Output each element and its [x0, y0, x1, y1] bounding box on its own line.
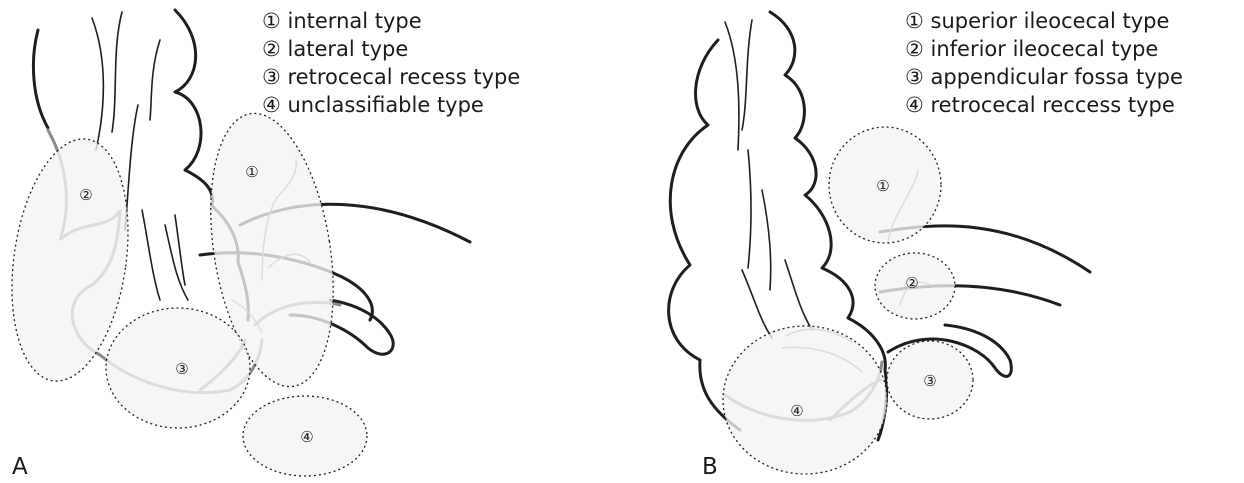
panel-a-region-1-label: ①	[245, 163, 258, 181]
panel-b-taenia-3	[748, 150, 751, 268]
panel-a-region-4-label: ④	[300, 428, 313, 446]
panel-a-legend-item-4: ④ unclassifiable type	[262, 93, 484, 117]
panel-b-legend-item-3: ③ appendicular fossa type	[905, 65, 1183, 89]
panel-b-legend-item-1: ① superior ileocecal type	[905, 9, 1169, 33]
panel-b-taenia-5	[742, 270, 772, 338]
panel-a-region-2-label: ②	[79, 186, 92, 204]
panel-b-legend-item-4: ④ retrocecal reccess type	[905, 93, 1175, 117]
panel-b-taenia-4	[762, 190, 771, 290]
panel-a-taenia-5	[142, 210, 160, 300]
panel-b-region-4	[723, 326, 887, 474]
panel-b-legend-item-2: ② inferior ileocecal type	[905, 37, 1158, 61]
panel-a-taenia-2	[112, 12, 122, 132]
panel-b-taenia-1	[725, 22, 739, 150]
panel-a-taenia-3	[150, 40, 160, 120]
panel-b-region-3-label: ③	[923, 372, 936, 390]
panel-b-legend: ① superior ileocecal type ② inferior ile…	[905, 9, 1183, 117]
panel-a-region-3-label: ③	[175, 360, 188, 378]
panel-a-legend-item-2: ② lateral type	[262, 37, 408, 61]
panel-a-taenia-1	[92, 18, 103, 150]
panel-b-region-2-label: ②	[905, 274, 918, 292]
panel-a-legend-item-1: ① internal type	[262, 9, 422, 33]
panel-b-letter: B	[702, 454, 718, 480]
panel-b-region-1-label: ①	[876, 177, 889, 195]
panel-a-letter: A	[12, 454, 28, 480]
panel-b-taenia-6	[785, 260, 812, 330]
panel-a-colon-left-wall	[33, 30, 48, 128]
panel-b-colon-left-wall	[669, 40, 740, 430]
panel-a-taenia-6	[165, 225, 188, 300]
panel-b-region-4-label: ④	[790, 402, 803, 420]
panel-a-legend: ① internal type ② lateral type ③ retroce…	[262, 9, 520, 117]
panel-a-legend-item-3: ③ retrocecal recess type	[262, 65, 520, 89]
panel-b: ① ② ③ ④ ① superior ileocecal type ② infe…	[669, 9, 1183, 480]
panel-b-taenia-2	[742, 20, 752, 130]
panel-a: ① ② ③ ④ ① internal type ② lateral type ③…	[0, 9, 520, 480]
